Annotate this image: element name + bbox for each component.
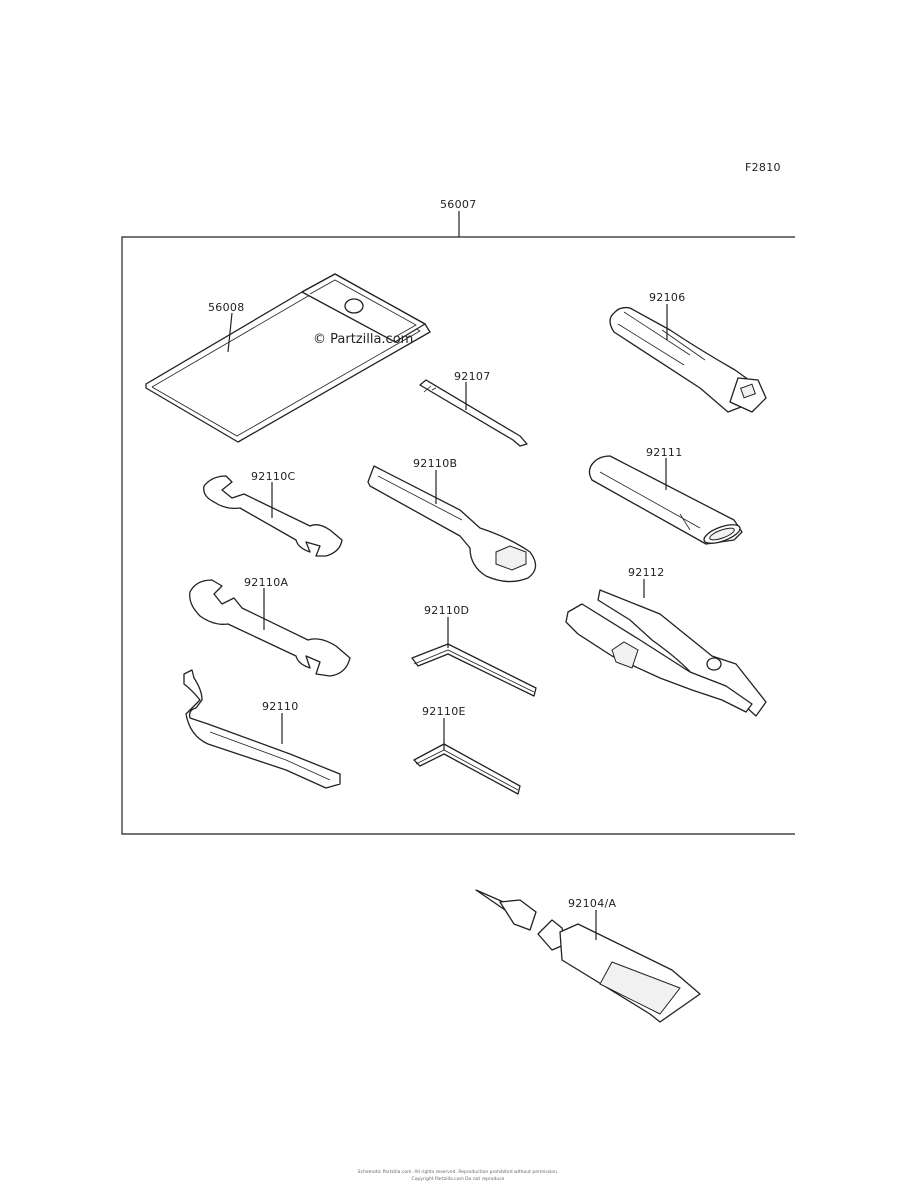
screwdriver-handle[interactable]: [609, 306, 767, 413]
callout-92110a[interactable]: 92110A: [244, 576, 288, 589]
callout-56007[interactable]: 56007: [440, 198, 477, 211]
box-wrench[interactable]: [367, 465, 537, 583]
footer-line2: Copyright Partzilla.com Do not reproduce: [412, 1176, 505, 1182]
callout-56008[interactable]: 56008: [208, 301, 245, 314]
figure-code: F2810: [745, 161, 781, 174]
hook-spanner[interactable]: [183, 669, 341, 789]
callout-92106[interactable]: 92106: [649, 291, 686, 304]
callout-92107[interactable]: 92107: [454, 370, 491, 383]
callout-92111[interactable]: 92111: [646, 446, 683, 459]
hex-key-large[interactable]: [411, 643, 537, 697]
callout-92110b[interactable]: 92110B: [413, 457, 457, 470]
open-end-wrench-small[interactable]: [203, 475, 343, 557]
extension-bar[interactable]: [588, 455, 743, 547]
slip-joint-pliers[interactable]: [565, 589, 767, 717]
hex-key-small[interactable]: [413, 743, 521, 795]
leader-56008: [227, 312, 233, 353]
kit-frame: [121, 211, 795, 835]
callout-92104a[interactable]: 92104/A: [568, 897, 616, 910]
watermark: © Partzilla.com: [313, 332, 413, 347]
adhesive-tube[interactable]: [475, 889, 701, 1023]
open-end-wrench-large[interactable]: [189, 579, 351, 677]
screwdriver-bit[interactable]: [419, 379, 528, 447]
callout-92112[interactable]: 92112: [628, 566, 665, 579]
callout-92110e[interactable]: 92110E: [422, 705, 466, 718]
callout-92110d[interactable]: 92110D: [424, 604, 469, 617]
callout-92110c[interactable]: 92110C: [251, 470, 295, 483]
footer-line1: Schematic Partzilla.com. All rights rese…: [358, 1169, 559, 1175]
tool-pouch[interactable]: [145, 273, 431, 443]
callout-92110[interactable]: 92110: [262, 700, 299, 713]
